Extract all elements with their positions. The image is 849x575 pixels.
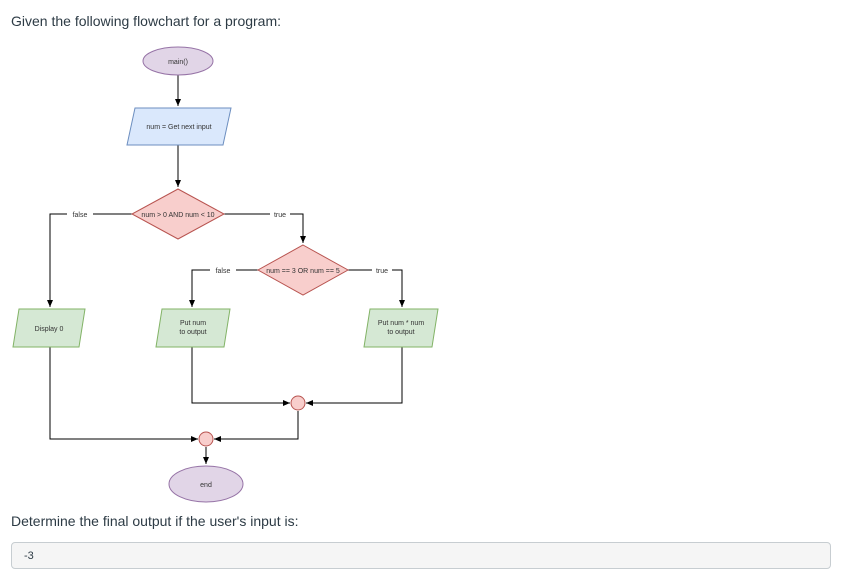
put-square-node [363,308,439,348]
end-label: end [200,482,212,489]
decision1-node [130,188,226,240]
edge-putnum-to-merge [191,347,290,406]
connectors [47,75,405,464]
merge-node-1 [290,395,306,411]
merge-node-2 [198,431,214,447]
start-node [142,46,214,76]
edge-decision2-true [348,269,405,307]
label-decision1-true: true [274,212,286,219]
edge-putsq-to-merge [306,347,403,406]
question-text: Given the following flowchart for a prog… [11,13,282,29]
end-node [168,465,244,503]
prompt-text: Determine the final output if the user's… [11,513,299,529]
edge-decision1-false [47,213,132,307]
decision2-node [256,244,350,296]
decision1-label: num > 0 AND num < 10 [141,212,214,219]
put-num-line1: Put num [180,320,206,327]
flowchart-diagram: false true false true main() num = Get n… [12,46,439,503]
label-decision1-false: false [73,212,88,219]
input-node [126,107,232,146]
answer-value: -3 [24,550,34,562]
put-num-line2: to output [179,329,206,336]
display0-node [12,308,86,348]
put-num-node [155,308,231,348]
answer-input[interactable]: -3 [11,542,831,569]
display0-label: Display 0 [35,326,64,333]
label-decision2-true: true [376,268,388,275]
edge-decision2-false [189,269,258,307]
put-square-line1: Put num * num [378,320,424,327]
input-label: num = Get next input [146,124,211,131]
edge-display-to-merge2 [49,347,198,442]
decision2-label: num == 3 OR num == 5 [266,268,340,275]
edge-merge-to-merge2 [214,411,299,442]
start-label: main() [168,59,188,66]
put-square-line2: to output [387,329,414,336]
edge-decision1-true [224,213,306,243]
label-decision2-false: false [216,268,231,275]
